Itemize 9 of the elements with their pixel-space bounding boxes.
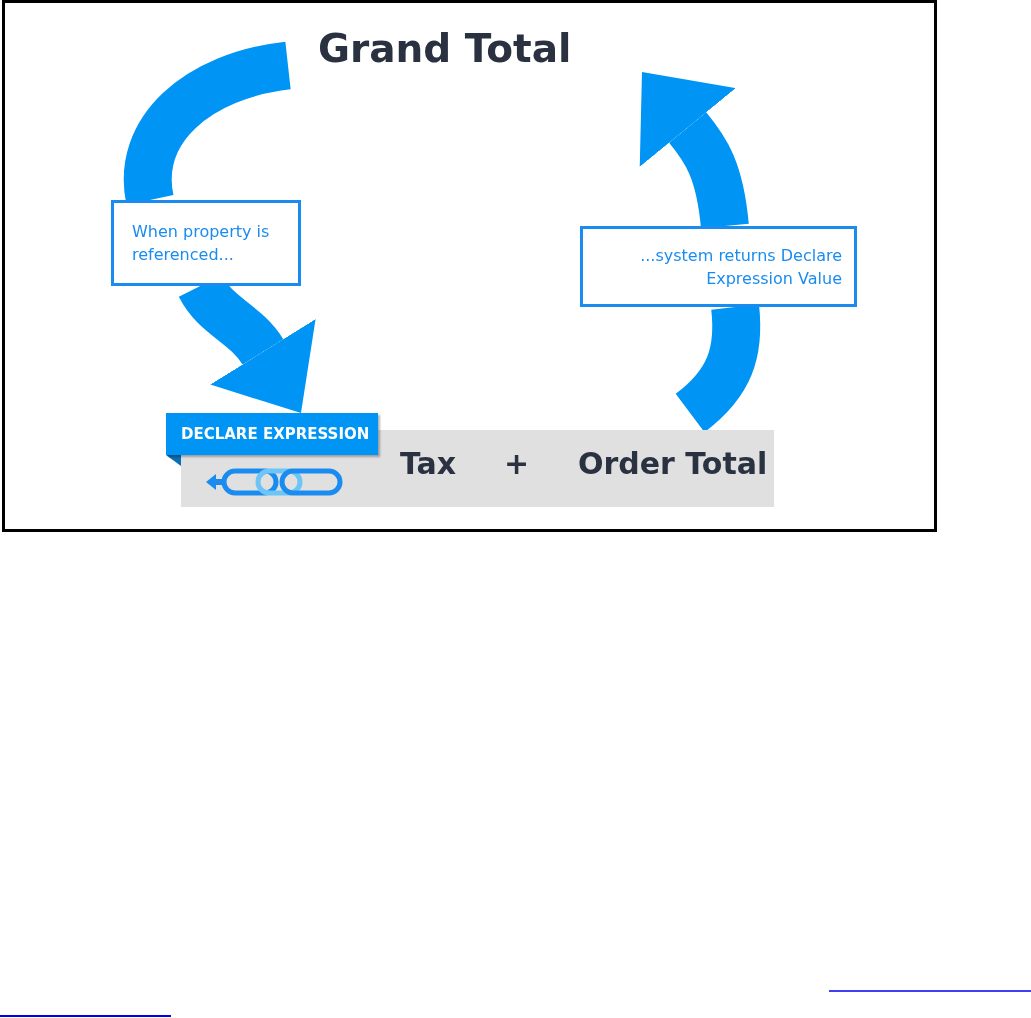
callout-text: ...system returns Declare Expression Value [639,244,842,290]
tab-label: DECLARE EXPRESSION [166,413,378,455]
callout-box [111,200,301,286]
operand-text: Tax [400,446,457,481]
callout-text: When property is referenced... [132,221,271,266]
operand-text: Order Total [578,446,768,481]
operator-text: + [504,446,530,481]
callout-box [580,226,857,307]
title-text: Grand Total [288,22,642,80]
